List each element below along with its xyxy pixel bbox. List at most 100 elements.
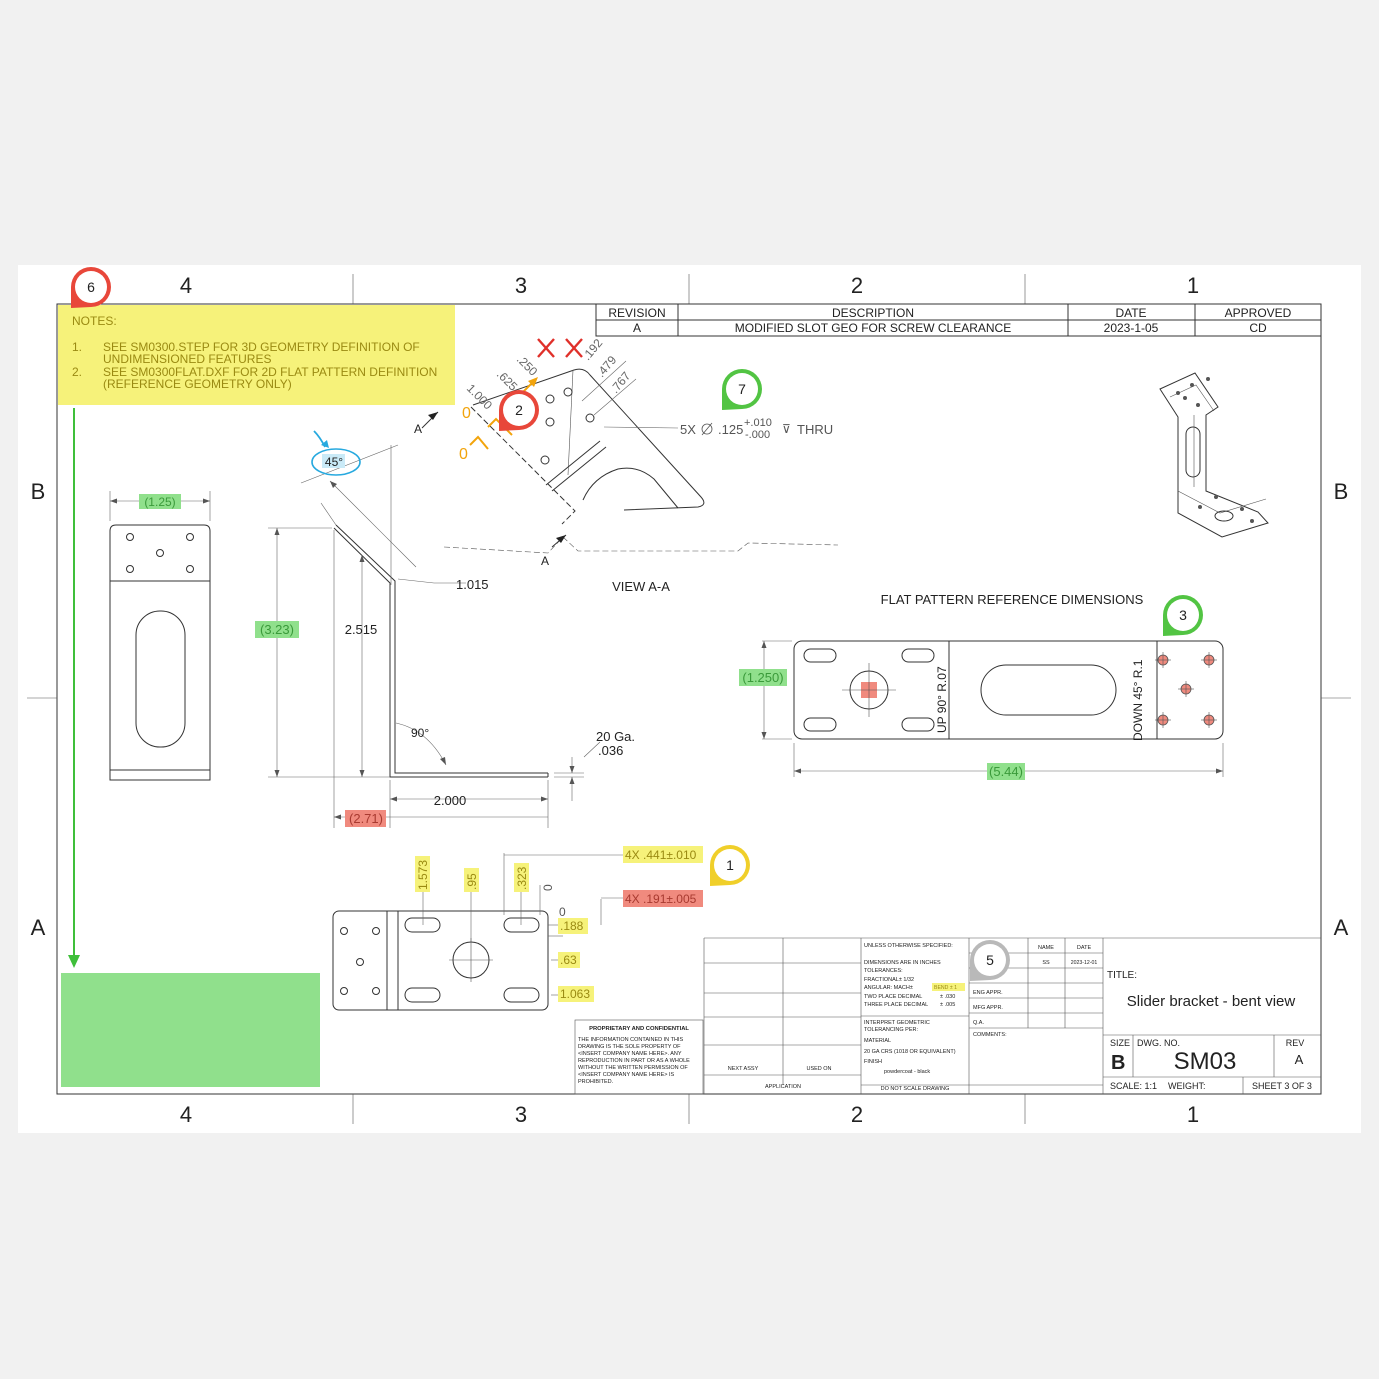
red-cross-marks [537, 338, 583, 358]
view-aa [421, 360, 839, 554]
drawing-number: SM03 [1174, 1048, 1237, 1075]
drawing-canvas: 4 3 2 1 4 3 2 1 B A B A NOTES: 1. SEE SM… [27, 265, 1351, 1127]
angle-90-label: 90° [411, 726, 429, 740]
notes-block: NOTES: 1. SEE SM0300.STEP FOR 3D GEOMETR… [72, 314, 437, 391]
title-block-grid [574, 937, 1321, 1095]
view-aa-label: VIEW A-A [612, 579, 670, 594]
proprietary-line-4: REPRODUCTION IN PART OR AS A WHOLE [578, 1058, 690, 1064]
note-1-line-1: SEE SM0300.STEP FOR 3D GEOMETRY DEFINITI… [103, 340, 420, 354]
spec-line-7: THREE PLACE DECIMAL [864, 1002, 928, 1008]
bend-up-label: UP 90° R.07 [935, 666, 949, 733]
title-label: TITLE: [1107, 970, 1137, 981]
angle-45-label: 45° [325, 455, 343, 469]
weight-label: WEIGHT: [1168, 1081, 1206, 1091]
spec-line-14: DO NOT SCALE DRAWING [881, 1086, 950, 1092]
marker-2[interactable]: 2 [499, 390, 539, 431]
proprietary-line-2: DRAWING IS THE SOLE PROPERTY OF [578, 1044, 681, 1050]
marker-6[interactable]: 6 [61, 265, 112, 308]
rev-cell-description: MODIFIED SLOT GEO FOR SCREW CLEARANCE [735, 321, 1011, 335]
spec-line-12: FINISH [864, 1059, 882, 1065]
zero-lower: 0 [459, 446, 468, 463]
dim-95: .95 [465, 873, 479, 890]
rev-label: REV [1286, 1038, 1305, 1048]
depth-thru-icon: ⊽ [782, 422, 791, 436]
spec-line-1: UNLESS OTHERWISE SPECIFIED: [864, 943, 953, 949]
dim-323-ref: (3.23) [260, 622, 294, 637]
orange-arrow-head [528, 377, 538, 387]
hole-callout-diameter: .125 [718, 422, 743, 437]
slot-width-callout: 4X .441±.010 [625, 848, 697, 862]
slot-width-highlight [623, 846, 703, 863]
dim-2515: 2.515 [345, 622, 378, 637]
flat-pattern-title: FLAT PATTERN REFERENCE DIMENSIONS [881, 592, 1144, 607]
qa-label: Q.A. [973, 1020, 984, 1026]
zone-col-4-top: 4 [180, 273, 192, 298]
zone-col-3-top: 3 [515, 273, 527, 298]
comments-label: COMMENTS: [973, 1032, 1007, 1038]
size-label: SIZE [1110, 1038, 1130, 1048]
proprietary-line-7: PROHIBITED. [578, 1079, 614, 1085]
rev-cell-approved: CD [1249, 321, 1267, 335]
scale-label: SCALE: 1:1 [1110, 1081, 1157, 1091]
spec-line-5: ANGULAR: MACH± [864, 985, 913, 991]
proprietary-title: PROPRIETARY AND CONFIDENTIAL [589, 1026, 689, 1032]
note-2-number: 2. [72, 365, 82, 379]
marker-7-label: 7 [738, 381, 746, 397]
drawing-sheet: 4 3 2 1 4 3 2 1 B A B A NOTES: 1. SEE SM… [18, 265, 1361, 1133]
marker-3[interactable]: 3 [1163, 595, 1203, 636]
spec-line-6-value: ± .030 [940, 994, 955, 1000]
proprietary-notice: PROPRIETARY AND CONFIDENTIAL THE INFORMA… [578, 1026, 690, 1085]
zero-vertical: 0 [541, 884, 555, 891]
spec-line-3: TOLERANCES: [864, 968, 903, 974]
view-aa-dim-250: .250 [514, 352, 541, 379]
marker-5[interactable]: 5 [970, 940, 1010, 981]
notes-heading: NOTES: [72, 314, 117, 328]
note-1-number: 1. [72, 340, 82, 354]
isometric-view [1159, 372, 1269, 538]
green-callout-box[interactable] [61, 973, 320, 1087]
side-view [268, 444, 601, 828]
spec-line-10: MATERIAL [864, 1038, 891, 1044]
hole-callout-prefix: 5X [680, 422, 696, 437]
marker-3-label: 3 [1179, 607, 1187, 623]
dim-63-highlight [558, 952, 580, 968]
spec-line-2: DIMENSIONS ARE IN INCHES [864, 960, 941, 966]
zone-col-2-bottom: 2 [851, 1102, 863, 1127]
dim-323: .323 [515, 866, 529, 890]
spec-line-9: TOLERANCING PER: [864, 1027, 918, 1033]
rev-header-revision: REVISION [608, 306, 665, 320]
slot-height-highlight [623, 890, 703, 907]
section-letter-top: A [414, 422, 422, 436]
dwg-no-label: DWG. NO. [1137, 1038, 1180, 1048]
mfg-appr-label: MFG APPR. [973, 1005, 1003, 1011]
flat-pattern-height: (1.250) [742, 670, 783, 685]
marker-5-label: 5 [986, 952, 994, 968]
used-on-label: USED ON [806, 1066, 831, 1072]
flat-pattern-length: (5.44) [989, 764, 1023, 779]
zone-row-a-right: A [1334, 915, 1349, 940]
marker-7[interactable]: 7 [722, 369, 762, 410]
angle-45-highlight [322, 454, 345, 468]
approval-name-header: NAME [1038, 945, 1054, 951]
dim-323-highlight [514, 863, 529, 892]
dim-271-ref-highlight [345, 810, 386, 827]
zone-col-4-bottom: 4 [180, 1102, 192, 1127]
marker-1[interactable]: 1 [710, 845, 750, 886]
bend-down-label: DOWN 45° R.1 [1131, 659, 1145, 741]
note-2-line-1: SEE SM0300FLAT.DXF FOR 2D FLAT PATTERN D… [103, 365, 437, 379]
dim-271-ref: (2.71) [349, 811, 383, 826]
zone-row-b-right: B [1334, 479, 1349, 504]
diameter-symbol-icon [701, 423, 713, 435]
dim-323-ref-highlight [255, 621, 299, 638]
rev-header-approved: APPROVED [1225, 306, 1292, 320]
proprietary-line-1: THE INFORMATION CONTAINED IN THIS [578, 1037, 683, 1043]
blue-circle-annotation [311, 448, 361, 476]
marker-1-label: 1 [726, 857, 734, 873]
drawn-by-date: 2023-12-01 [1071, 960, 1098, 966]
hole-callout-tol-plus: +.010 [744, 417, 772, 429]
bottom-view [332, 853, 623, 1011]
spec-line-8: INTERPRET GEOMETRIC [864, 1020, 930, 1026]
section-letter-bottom: A [541, 554, 549, 568]
proprietary-line-3: <INSERT COMPANY NAME HERE>. ANY [578, 1051, 682, 1057]
zero-horizontal: 0 [559, 905, 566, 919]
